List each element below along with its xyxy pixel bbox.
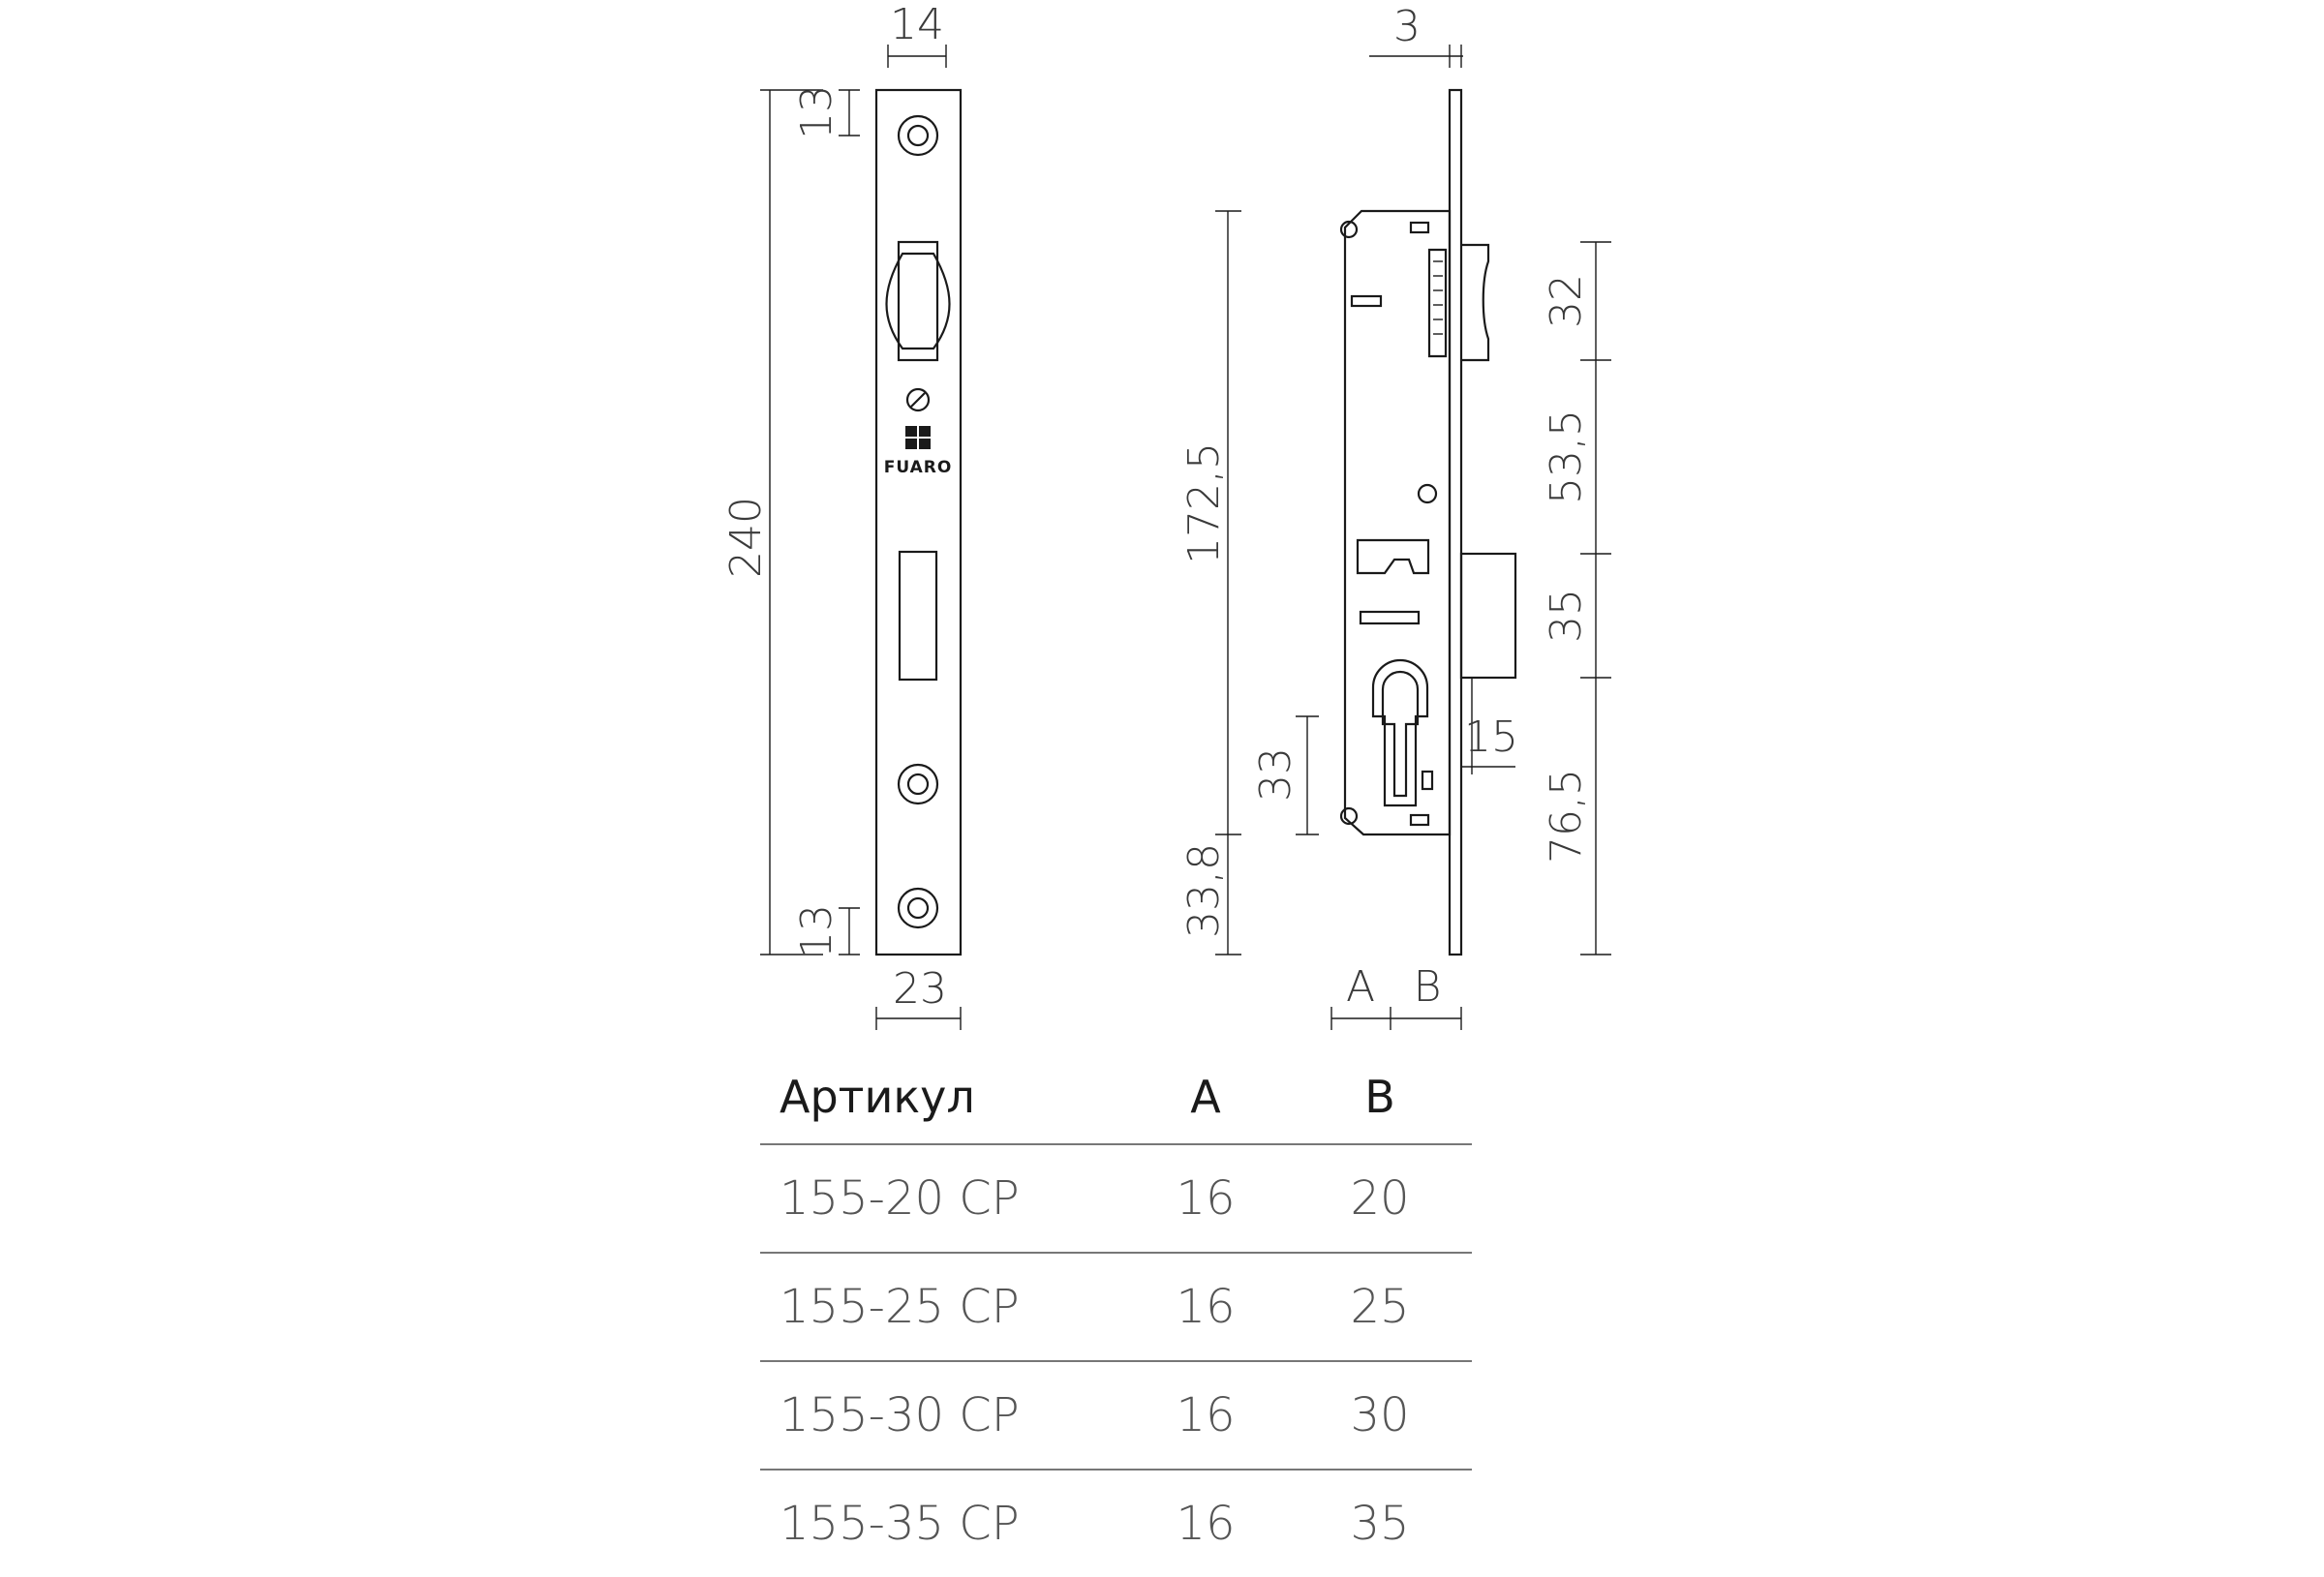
top-screw-hole-inner <box>906 124 930 147</box>
cell-a: 16 <box>1176 1497 1236 1551</box>
cell-b: 30 <box>1350 1388 1410 1442</box>
bolt-mechanism <box>1356 538 1430 575</box>
dim-top-hole-offset: 13 <box>792 85 841 139</box>
front-view: FUARO 14 240 13 13 23 <box>721 0 963 1030</box>
dim-latch-to-bolt: 53,5 <box>1542 409 1591 504</box>
table-row: 155-25 CP 16 25 <box>760 1254 1472 1362</box>
table-header-row: Артикул A B <box>760 1050 1472 1145</box>
dim-bottom-hole-offset: 13 <box>792 904 841 958</box>
bolt-protrusion <box>1459 552 1517 680</box>
dim-height-total: 240 <box>721 497 771 578</box>
dim-label-a: A <box>1346 962 1375 1012</box>
cell-b: 35 <box>1350 1497 1410 1551</box>
spindle-hole <box>1417 483 1438 504</box>
cell-article: 155-30 CP <box>780 1388 1020 1442</box>
cell-b: 20 <box>1350 1171 1410 1226</box>
middle-screw-hole <box>897 763 939 805</box>
dim-width-top: 14 <box>890 0 944 49</box>
cell-b: 25 <box>1350 1280 1410 1334</box>
cell-article: 155-35 CP <box>780 1497 1020 1551</box>
cell-article: 155-20 CP <box>780 1171 1020 1226</box>
dim-body-height: 172,5 <box>1179 442 1229 564</box>
latch-head <box>1461 243 1490 362</box>
table-row: 155-35 CP 16 35 <box>760 1471 1472 1577</box>
bottom-screw-hole <box>897 887 939 929</box>
cell-a: 16 <box>1176 1280 1236 1334</box>
side-faceplate <box>1448 88 1463 956</box>
header-a: A <box>1190 1071 1221 1123</box>
table-row: 155-20 CP 16 20 <box>760 1145 1472 1254</box>
spec-table: Артикул A B 155-20 CP 16 20 155-25 CP 16… <box>760 1050 1472 1577</box>
logo-text: FUARO <box>884 458 953 477</box>
table-row: 155-30 CP 16 30 <box>760 1362 1472 1471</box>
dim-latch-height: 32 <box>1542 274 1591 328</box>
cell-a: 16 <box>1176 1388 1236 1442</box>
small-screw <box>905 387 931 412</box>
cell-a: 16 <box>1176 1171 1236 1226</box>
side-view: 3 172,5 33 33,8 15 32 53,5 35 76,5 <box>1179 2 1611 1030</box>
dim-faceplate-thickness: 3 <box>1393 2 1421 51</box>
dim-width-bottom: 23 <box>893 964 947 1014</box>
bolt-opening <box>898 550 938 682</box>
header-article: Артикул <box>780 1071 975 1123</box>
header-b: B <box>1364 1071 1395 1123</box>
cell-article: 155-25 CP <box>780 1280 1020 1334</box>
dim-cylinder-height: 33 <box>1251 747 1300 802</box>
cylinder-cutout <box>1371 658 1429 807</box>
dim-bolt-height: 35 <box>1542 589 1591 643</box>
dim-bolt-to-bottom: 76,5 <box>1542 769 1591 864</box>
dim-label-b: B <box>1414 962 1442 1012</box>
latch-tongue <box>885 252 951 350</box>
lock-body <box>1343 209 1452 836</box>
faceplate-outline <box>874 88 963 956</box>
latch-side <box>1427 248 1448 358</box>
dim-bottom-offset: 33,8 <box>1179 843 1229 938</box>
dim-key-offset: 15 <box>1464 713 1518 762</box>
latch-opening <box>897 240 939 362</box>
top-screw-hole <box>897 114 939 157</box>
